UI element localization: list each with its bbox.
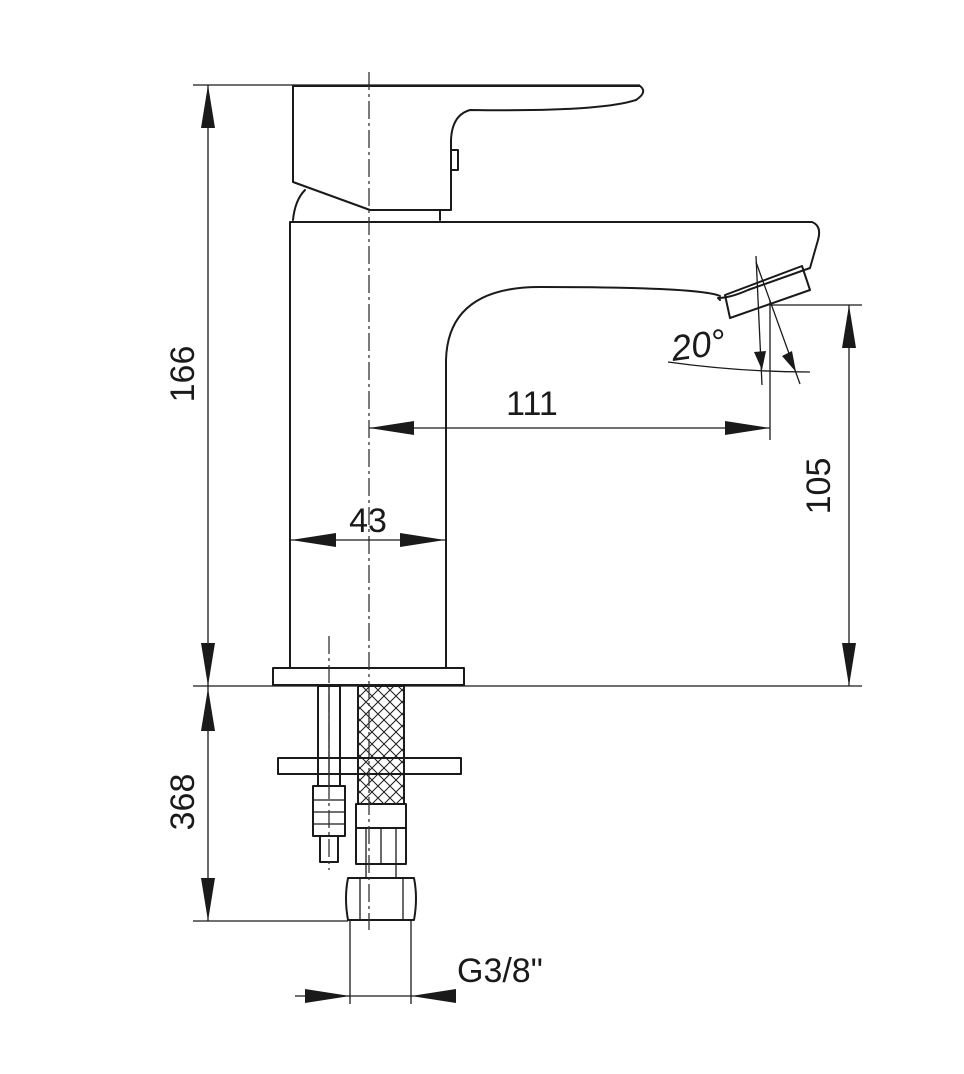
dim-label-368: 368 (164, 774, 202, 831)
dim-label-111: 111 (506, 385, 558, 423)
dim-label-105: 105 (800, 458, 838, 515)
center-lines (328, 72, 370, 930)
connection-nut (345, 877, 417, 921)
below-deck-hardware (277, 685, 462, 921)
hose-ferrule (355, 803, 407, 829)
dimension-labels: 166 368 105 111 43 G3/8" 20° (164, 321, 838, 990)
handle-pin (450, 149, 459, 171)
lever-handle (292, 85, 645, 211)
cartridge-cap (292, 189, 441, 221)
angle-arc (667, 361, 811, 373)
dim-label-43: 43 (349, 502, 387, 540)
spout-underside (445, 286, 721, 669)
dim-label-angle: 20° (667, 321, 728, 369)
aerator (724, 265, 811, 319)
dim-label-thread: G3/8" (457, 952, 543, 990)
dimension-lines (193, 84, 862, 1004)
dim-label-166: 166 (164, 346, 202, 403)
